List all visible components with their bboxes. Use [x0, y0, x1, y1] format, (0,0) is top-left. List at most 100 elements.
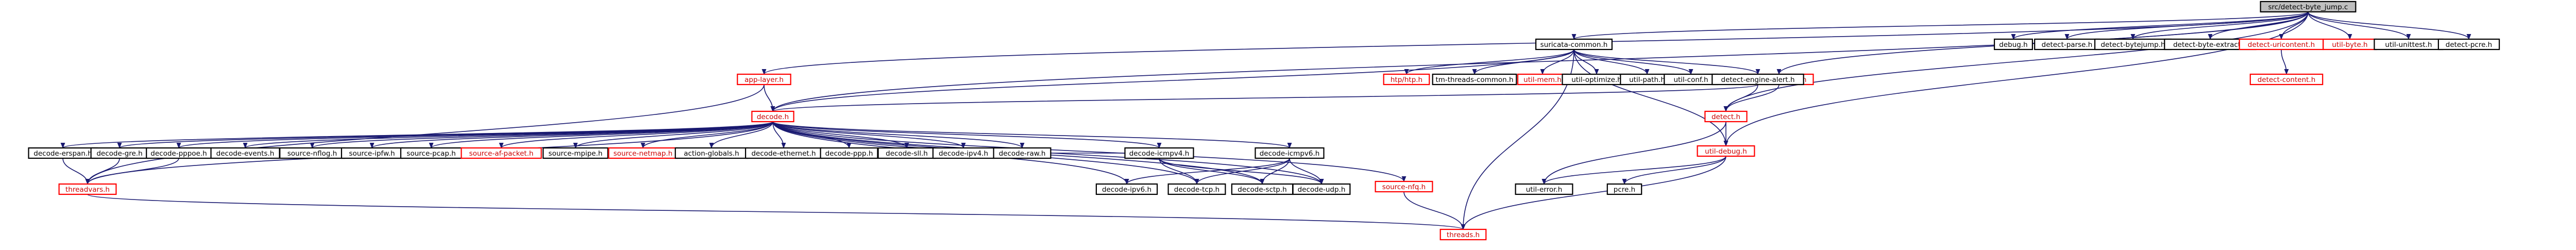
- node-htp[interactable]: htp/htp.h: [1383, 73, 1430, 86]
- edge-detect-engine-alert-to-decode: [771, 84, 1758, 112]
- node-source-pcap[interactable]: source-pcap.h: [400, 147, 463, 159]
- node-decode-sctp[interactable]: decode-sctp.h: [1231, 183, 1294, 195]
- node-util-conf[interactable]: util-conf.h: [1664, 73, 1718, 86]
- node-label: source-netmap.h: [614, 149, 673, 158]
- edge-util-debug-to-util-error: [1541, 156, 1726, 185]
- node-decode-erspan[interactable]: decode-erspan.h: [28, 147, 98, 159]
- edge-decode-erspan-to-threadvars: [62, 158, 90, 185]
- node-decode-gre[interactable]: decode-gre.h: [90, 147, 149, 159]
- node-label: source-pcap.h: [406, 149, 455, 158]
- node-util-unittest[interactable]: util-unittest.h: [2374, 38, 2444, 51]
- node-threadvars[interactable]: threadvars.h: [58, 183, 117, 195]
- node-decode-sll[interactable]: decode-sll.h: [877, 147, 936, 159]
- node-source-netmap[interactable]: source-netmap.h: [608, 147, 678, 159]
- node-decode-ipv4[interactable]: decode-ipv4.h: [932, 147, 995, 159]
- node-label: source-nflog.h: [287, 149, 337, 158]
- edge-root-to-detect-bytejump: [2130, 11, 2309, 40]
- node-label: decode-tcp.h: [1174, 186, 1219, 194]
- node-threads[interactable]: threads.h: [1439, 228, 1487, 241]
- node-box: [1994, 38, 2033, 51]
- node-util-mem[interactable]: util-mem.h: [1517, 73, 1568, 86]
- node-label: util-unittest.h: [2385, 41, 2432, 49]
- node-util-error[interactable]: util-error.h: [1515, 183, 1573, 195]
- node-util-path[interactable]: util-path.h: [1620, 73, 1674, 86]
- node-detect-uricontent[interactable]: detect-uricontent.h: [2239, 38, 2324, 51]
- node-label: decode-events.h: [216, 149, 275, 158]
- node-util-byte[interactable]: util-byte.h: [2323, 38, 2377, 51]
- node-decode-ppp[interactable]: decode-ppp.h: [820, 147, 878, 159]
- edge-suricata-common-to-htp: [1404, 49, 1574, 75]
- node-label: detect-pcre.h: [2446, 41, 2492, 49]
- node-label: decode-ipv4.h: [939, 149, 988, 158]
- node-label: util-error.h: [1526, 186, 1563, 194]
- node-label: source-nfq.h: [1382, 183, 1426, 191]
- edge-decode-to-decode-icmpv6: [772, 121, 1292, 149]
- node-detect-byte-extract[interactable]: detect-byte-extract.h: [2164, 38, 2257, 51]
- node-decode-ethernet[interactable]: decode-ethernet.h: [744, 147, 822, 159]
- node-decode-icmpv4[interactable]: decode-icmpv4.h: [1124, 147, 1194, 159]
- node-detect-pcre[interactable]: detect-pcre.h: [2437, 38, 2500, 51]
- edge-util-debug-to-pcre: [1622, 156, 1726, 185]
- edge-detect-to-util-error: [1541, 121, 1726, 185]
- edge-decode-to-decode-ethernet: [772, 121, 786, 149]
- edge-suricata-common-to-detect-engine-alert: [1573, 49, 1760, 75]
- node-label: threadvars.h: [65, 186, 110, 194]
- node-label: detect-content.h: [2258, 76, 2316, 84]
- node-util-debug[interactable]: util-debug.h: [1697, 145, 1755, 157]
- node-label: decode-icmpv6.h: [1260, 149, 1320, 158]
- node-box: [2260, 1, 2357, 13]
- node-decode-tcp[interactable]: decode-tcp.h: [1167, 183, 1226, 195]
- node-box: [1535, 38, 1613, 51]
- edge-decode-gre-to-threadvars: [85, 158, 120, 185]
- edge-root-to-suricata-common: [1572, 11, 2309, 40]
- node-decode-icmpv6[interactable]: decode-icmpv6.h: [1255, 147, 1325, 159]
- edge-decode-to-action-globals: [709, 121, 773, 149]
- node-app-layer[interactable]: app-layer.h: [737, 73, 791, 86]
- node-util-optimize[interactable]: util-optimize.h: [1562, 73, 1632, 86]
- node-detect-bytejump[interactable]: detect-bytejump.h: [2094, 38, 2172, 51]
- node-source-af-packet[interactable]: source-af-packet.h: [461, 147, 542, 159]
- node-decode-events[interactable]: decode-events.h: [210, 147, 280, 159]
- node-box: [1375, 180, 1433, 193]
- node-source-mpipe[interactable]: source-mpipe.h: [543, 147, 608, 159]
- node-suricata-common[interactable]: suricata-common.h: [1535, 38, 1613, 51]
- node-detect-engine-alert[interactable]: detect-engine-alert.h: [1711, 73, 1804, 86]
- edge-decode-to-decode-raw: [772, 121, 1025, 149]
- node-decode[interactable]: decode.h: [751, 110, 794, 123]
- edge-decode-to-decode-icmpv4: [772, 121, 1162, 149]
- node-box: [1432, 73, 1517, 86]
- node-label: util-byte.h: [2332, 41, 2367, 49]
- node-detect-parse[interactable]: detect-parse.h: [2034, 38, 2100, 51]
- edge-decode-to-source-netmap: [640, 121, 773, 149]
- node-decode-raw[interactable]: decode-raw.h: [993, 147, 1052, 159]
- node-debug[interactable]: debug.h: [1994, 38, 2033, 51]
- node-label: util-path.h: [1629, 76, 1665, 84]
- node-root[interactable]: src/detect-byte_jump.c: [2260, 1, 2357, 13]
- node-detect[interactable]: detect.h: [1704, 110, 1748, 123]
- node-source-ipfw[interactable]: source-ipfw.h: [341, 147, 403, 159]
- node-label: threads.h: [1447, 231, 1480, 239]
- node-tm-threads-common[interactable]: tm-threads-common.h: [1432, 73, 1517, 86]
- node-box: [58, 183, 117, 195]
- edge-detect-uricontent-to-detect-content: [2281, 49, 2289, 75]
- node-label: decode-sll.h: [886, 149, 928, 158]
- node-decode-ipv6[interactable]: decode-ipv6.h: [1095, 183, 1158, 195]
- node-pcre[interactable]: pcre.h: [1606, 183, 1642, 195]
- edge-decode-to-decode-ipv4: [772, 121, 966, 149]
- node-label: util-debug.h: [1705, 147, 1747, 156]
- node-action-globals[interactable]: action-globals.h: [674, 147, 749, 159]
- edge-decode-icmpv6-to-decode-ipv6: [1124, 158, 1290, 185]
- node-decode-udp[interactable]: decode-udp.h: [1292, 183, 1351, 195]
- node-source-nfq[interactable]: source-nfq.h: [1375, 180, 1433, 193]
- node-detect-content[interactable]: detect-content.h: [2249, 73, 2324, 86]
- node-decode-pppoe[interactable]: decode-pppoe.h: [146, 147, 212, 159]
- node-box: [1255, 147, 1325, 159]
- edge-decode-to-source-af-packet: [499, 121, 773, 149]
- edge-suricata-common-to-util-path: [1573, 49, 1650, 75]
- node-box: [543, 147, 608, 159]
- edge-suricata-common-to-util-conf: [1573, 49, 1693, 75]
- node-label: detect.h: [1711, 113, 1740, 121]
- edge-source-nfq-to-threads: [1403, 191, 1466, 230]
- node-source-nflog[interactable]: source-nflog.h: [279, 147, 345, 159]
- node-box: [751, 110, 794, 123]
